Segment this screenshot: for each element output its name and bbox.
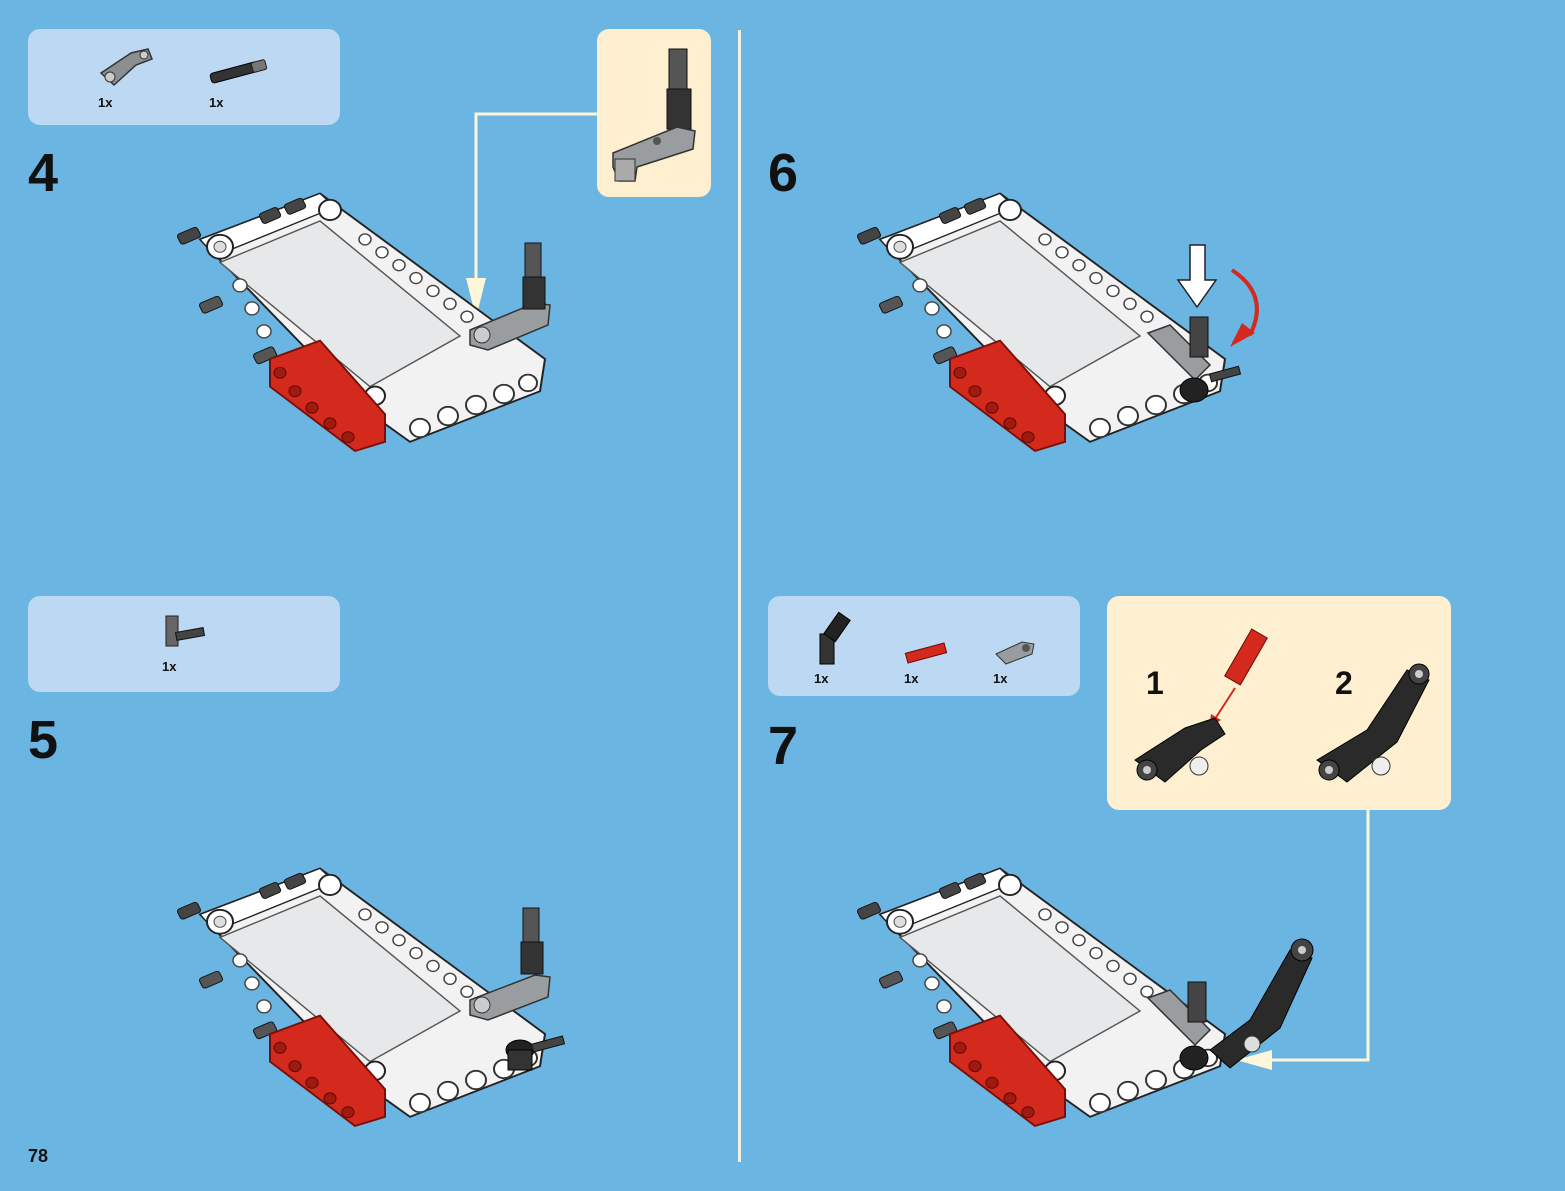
step-7-number: 7: [768, 719, 798, 773]
page-divider: [738, 30, 741, 1162]
gray-angled-beam-part-icon: [96, 41, 156, 91]
step-4-assembly-diagram: [170, 185, 570, 465]
black-axle-pin-part-icon: [206, 57, 270, 87]
step-4-part-1-qty: 1x: [98, 95, 112, 110]
page-number: 78: [28, 1146, 48, 1167]
step-5-assembly-diagram: [170, 850, 580, 1130]
step-4-part-2-qty: 1x: [209, 95, 223, 110]
step-5-parts-list: 1x: [28, 596, 340, 692]
step-5-part-1-qty: 1x: [162, 659, 176, 674]
gray-axle-connector-part-icon: [158, 612, 208, 652]
step-4-callout: [597, 29, 711, 197]
gray-angled-beam-with-axle-icon: [607, 41, 703, 191]
substep-2-diagram: [1307, 656, 1447, 806]
step-4-parts-list: 1x 1x: [28, 29, 340, 125]
substep-1-diagram: [1125, 610, 1295, 800]
step-7-part-2-qty: 1x: [904, 671, 918, 686]
red-axle-part-icon: [902, 640, 950, 666]
step-7-parts-list: 1x 1x 1x: [768, 596, 1080, 696]
step-4-number: 4: [28, 146, 58, 200]
step-7-callout: 1 2: [1107, 596, 1451, 810]
step-6-assembly-diagram: [850, 185, 1270, 465]
black-angle-connector-part-icon: [812, 608, 858, 668]
step-7-part-1-qty: 1x: [814, 671, 828, 686]
step-6-number: 6: [768, 146, 798, 200]
step-7-part-3-qty: 1x: [993, 671, 1007, 686]
step-7-assembly-diagram: [850, 850, 1330, 1130]
step-5-number: 5: [28, 713, 58, 767]
gray-pin-connector-part-icon: [992, 634, 1038, 670]
